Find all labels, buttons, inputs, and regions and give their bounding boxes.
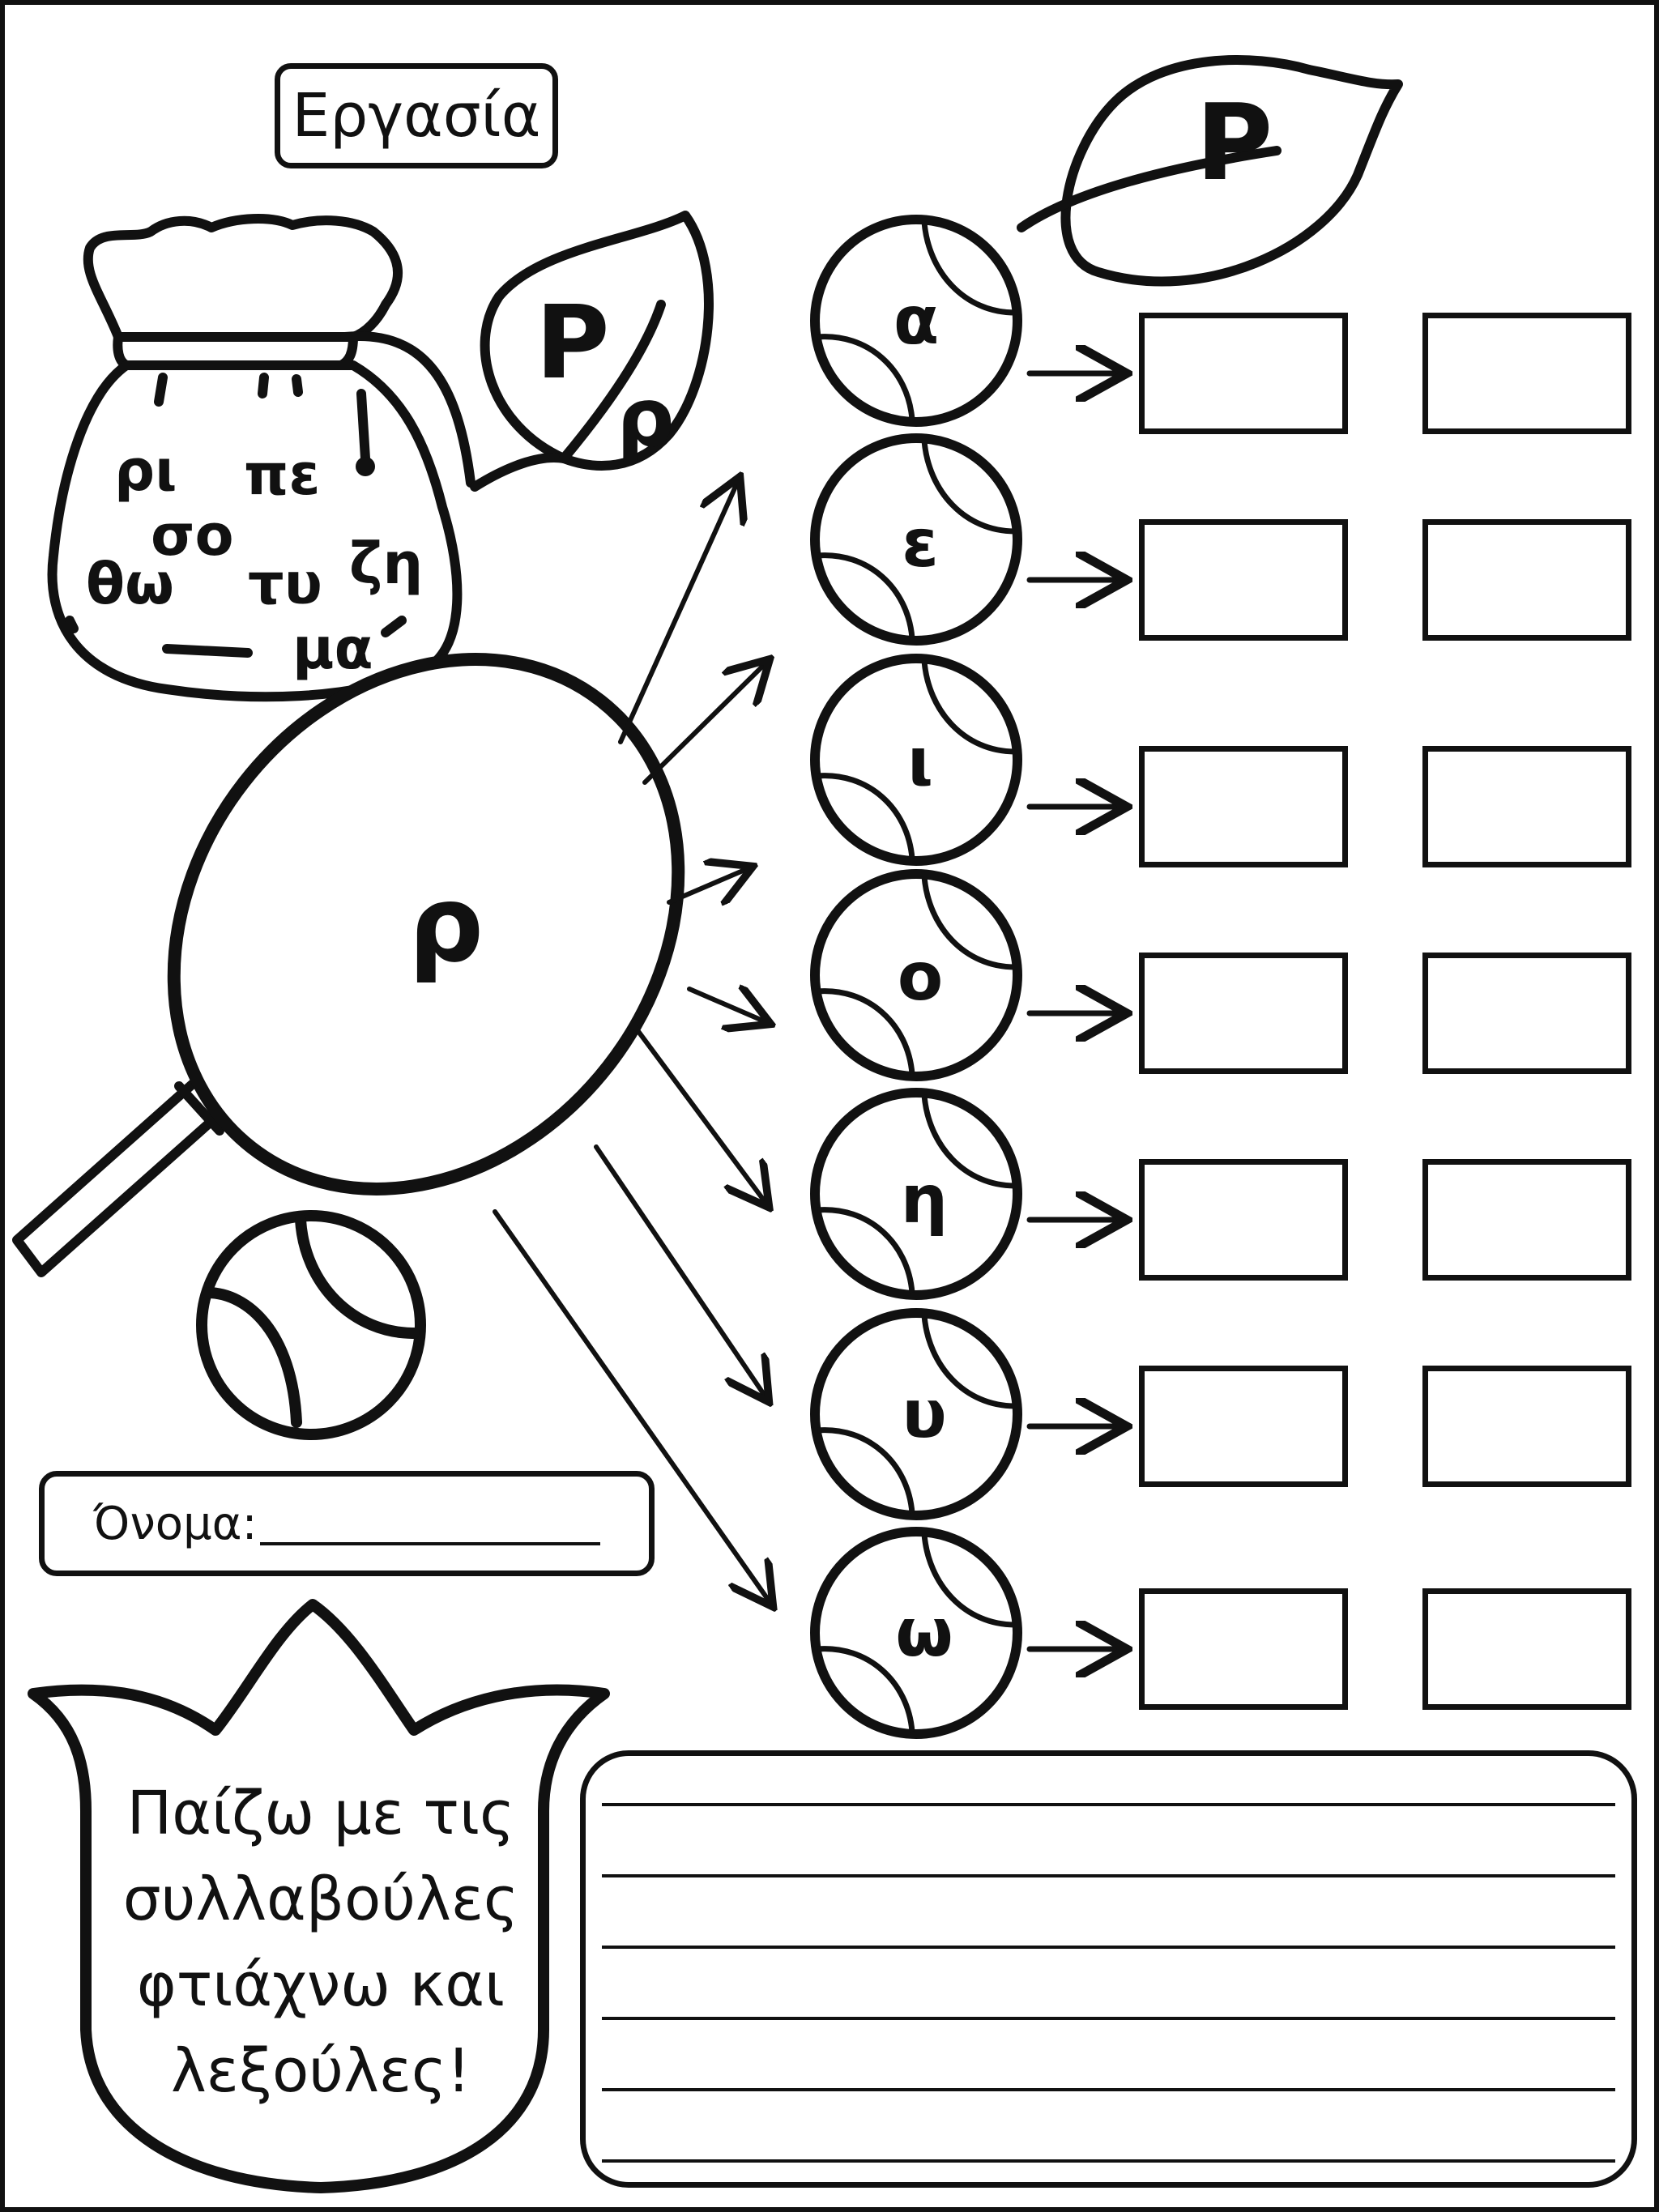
answer-box[interactable] [1422,313,1631,434]
vowel-letter: η [900,1161,949,1238]
vowel-letter: ο [897,939,944,1016]
answer-box[interactable] [1139,313,1348,434]
answer-box[interactable] [1139,1588,1348,1710]
bag-syllable: θω [86,551,174,617]
writing-line [602,2159,1615,2163]
syllable-bag-icon [47,214,476,702]
answer-box[interactable] [1422,519,1631,641]
writing-line [602,2088,1615,2091]
tennis-ball-icon [810,215,1022,427]
ball-seam [921,1533,1016,1628]
big-leaf-icon [1017,55,1403,287]
vowel-letter: υ [902,1376,947,1453]
vowel-letter: ε [902,505,939,582]
vowel-letter: ω [895,1595,953,1672]
answer-box[interactable] [1139,1159,1348,1281]
answer-box[interactable] [1139,746,1348,867]
ball-seam [921,660,1016,755]
ball-seam [817,334,915,420]
answer-box[interactable] [1422,1159,1631,1281]
tulip-line: Παίζω με τις [126,1779,515,1848]
tulip-instructions: Παίζω με τις συλλαβούλες φτιάχνω και λεξ… [110,1771,531,2114]
answer-box[interactable] [1422,1588,1631,1710]
name-write-line[interactable] [260,1502,601,1545]
ball-seam [817,1207,915,1294]
ball-seam [817,552,915,639]
writing-area[interactable] [580,1750,1637,2188]
bag-syllable: μα [292,616,373,682]
tennis-ball-icon [196,1210,426,1440]
name-label: Όνομα: [93,1497,258,1550]
bag-syllable: ζη [349,531,424,597]
answer-box[interactable] [1422,746,1631,867]
tennis-ball-icon [810,1527,1022,1739]
bag-syllable: τυ [248,551,322,617]
ball-seam [921,221,1016,316]
worksheet-artwork [12,55,1403,2193]
small-leaf-upper-letter: Ρ [535,284,610,402]
tennis-ball-icon [810,1088,1022,1300]
racket-consonant: ρ [408,863,484,986]
page-title: Εργασία [275,63,558,168]
small-leaf-lower-letter: ρ [616,370,675,465]
vowel-letter: α [893,283,940,360]
writing-line [602,1874,1615,1877]
vowel-balls [810,215,1022,1739]
answer-box[interactable] [1139,519,1348,641]
tulip-frame-icon [28,1599,610,2193]
racket-arrows [493,481,770,1603]
tulip-line: συλλαβούλες [122,1865,519,1934]
answer-box[interactable] [1139,1366,1348,1487]
ball-seam [921,876,1016,970]
writing-line [602,2017,1615,2020]
tulip-line: φτιάχνω και [136,1950,505,2020]
big-leaf-letter: Ρ [1196,81,1273,204]
ball-seam [921,440,1016,535]
ball-seam [817,988,915,1075]
racket-icon [12,653,685,1277]
bag-dot [356,457,375,476]
tennis-ball-icon [810,869,1022,1081]
answer-box[interactable] [1139,953,1348,1074]
ball-seam [817,1427,915,1514]
ball-seam [921,1315,1016,1409]
ball-seam [817,1646,915,1733]
ball-seam [921,1094,1016,1189]
tulip-line: λεξούλες! [170,2036,471,2106]
answer-box[interactable] [1422,1366,1631,1487]
tennis-ball-icon [810,654,1022,866]
answer-box[interactable] [1422,953,1631,1074]
small-leaf-icon [470,211,714,492]
bag-syllable: ρι [114,437,177,504]
tennis-ball-icon [810,1308,1022,1520]
bag-syllable: πε [244,441,321,508]
writing-line [602,1803,1615,1806]
writing-line [602,1946,1615,1949]
tennis-ball-icon [810,433,1022,646]
bag-syllable: σο [151,502,234,569]
box-arrows [1026,373,1121,1649]
vowel-letter: ι [907,724,933,801]
ball-seam [817,773,915,859]
name-field[interactable]: Όνομα: [39,1471,655,1576]
